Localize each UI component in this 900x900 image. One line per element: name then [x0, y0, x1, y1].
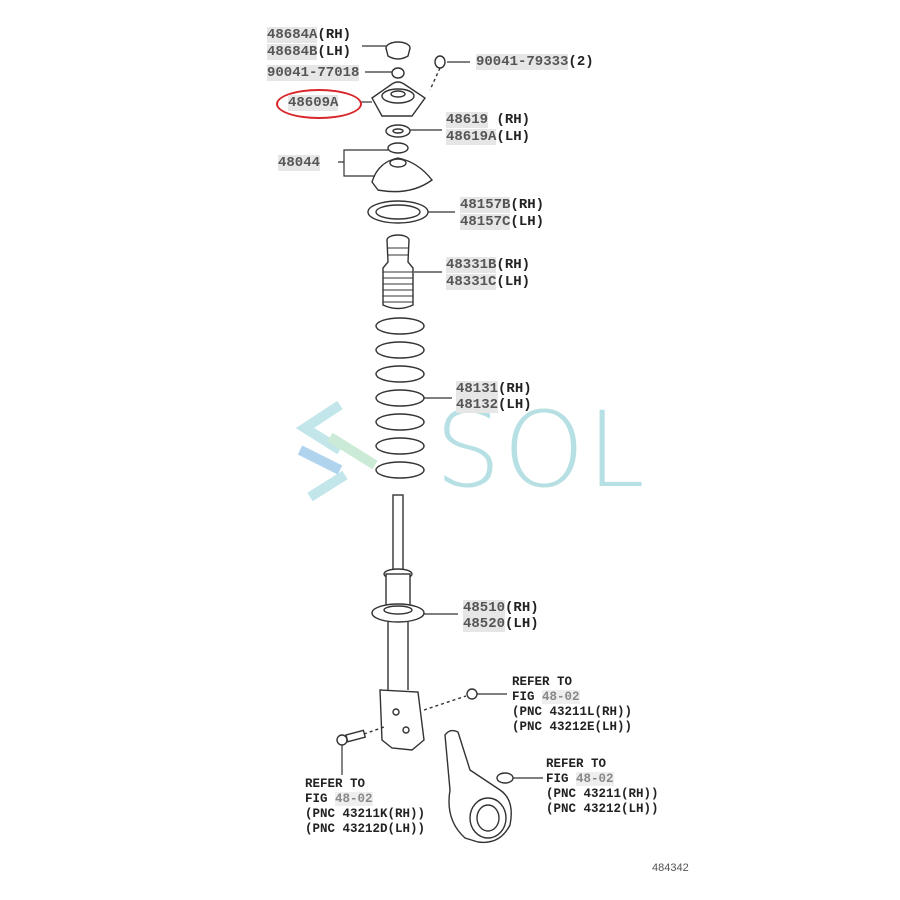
part-label: 48157B(RH)	[460, 197, 545, 213]
part-label: 48684B(LH)	[267, 44, 352, 60]
watermark-text: SOL	[435, 389, 647, 511]
part-label: 48331C(LH)	[446, 274, 531, 290]
reference-note: REFER TO FIG 48-02 (PNC 43211L(RH)) (PNC…	[512, 675, 633, 734]
part-label: 48157C(LH)	[460, 214, 545, 230]
reference-note: REFER TO FIG 48-02 (PNC 43211K(RH)) (PNC…	[305, 777, 426, 836]
highlight-oval	[276, 89, 362, 119]
part-label: 48684A(RH)	[267, 27, 352, 43]
part-label: 48510(RH)	[463, 600, 539, 616]
part-label: 48619A(LH)	[446, 129, 531, 145]
part-label: 48044	[278, 155, 321, 171]
part-label: 48331B(RH)	[446, 257, 531, 273]
part-label: 90041-77018	[267, 65, 360, 81]
reference-note: REFER TO FIG 48-02 (PNC 43211(RH)) (PNC …	[546, 757, 659, 816]
part-label: 48520(LH)	[463, 616, 539, 632]
strut-bracket-icon	[379, 689, 425, 751]
nut-icon	[391, 67, 405, 79]
part-label: 90041-79333(2)	[476, 54, 594, 70]
coil-spring-icon	[375, 317, 425, 479]
figure-number: 484342	[652, 862, 689, 874]
part-label: 48132(LH)	[456, 397, 532, 413]
highlighted-part-label: 48609A	[288, 95, 339, 111]
part-label: 48131(RH)	[456, 381, 532, 397]
part-label: 48619 (RH)	[446, 112, 531, 128]
